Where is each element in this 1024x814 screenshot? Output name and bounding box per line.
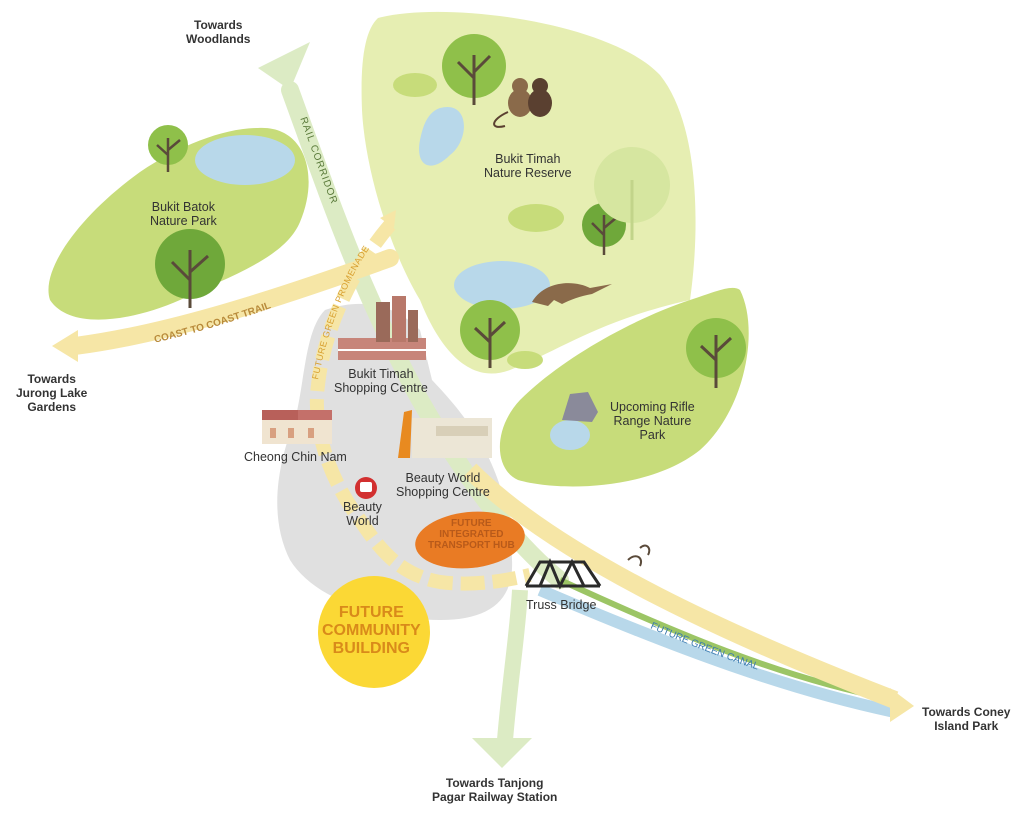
tree-icon (460, 300, 520, 368)
tree-icon (148, 125, 188, 172)
monkey-icon (493, 78, 552, 128)
cheong-chin-nam-label: Cheong Chin Nam (244, 450, 347, 464)
beauty-world-mrt-label: Beauty World (343, 500, 382, 528)
tree-icon (686, 318, 746, 388)
beauty-world-shopping-centre-building (398, 410, 492, 458)
promenade-east-path (463, 463, 899, 709)
future-community-building-shape (318, 576, 430, 688)
pond (195, 135, 295, 185)
pond (550, 420, 590, 450)
pond (454, 261, 550, 309)
towards-tanjong-pagar-label: Towards Tanjong Pagar Railway Station (432, 776, 558, 804)
promenade-arrow-icon (380, 210, 396, 228)
bukit-timah-nature-reserve-area (361, 11, 696, 374)
bird-icon (627, 544, 651, 567)
towards-coney-label: Towards Coney Island Park (922, 705, 1011, 733)
future-green-promenade-path (309, 220, 532, 591)
rock-icon (562, 392, 598, 422)
towards-jurong-label: Towards Jurong Lake Gardens (16, 372, 88, 414)
future-community-building-label: FUTURE COMMUNITY BUILDING (322, 604, 421, 657)
bukit-timah-reserve-label: Bukit Timah Nature Reserve (484, 152, 572, 180)
truss-bridge-icon (524, 558, 602, 590)
arrow-jurong-icon (52, 330, 78, 362)
beauty-world-sc-label: Beauty World Shopping Centre (396, 471, 490, 499)
bukit-timah-shopping-centre-building (338, 296, 426, 360)
anteater-icon (532, 283, 612, 306)
future-transport-hub-shape (415, 511, 525, 569)
towards-woodlands-label: Towards Woodlands (186, 18, 251, 46)
arrow-tanjong-pagar-icon (472, 738, 532, 768)
future-transport-hub-label: FUTURE INTEGRATED TRANSPORT HUB (428, 518, 515, 551)
tree-icon (442, 34, 506, 105)
arrow-coney-icon (890, 688, 914, 722)
rail-south-path (497, 589, 528, 741)
mrt-station-icon[interactable] (355, 477, 377, 499)
coast-to-coast-trail-path (66, 249, 399, 355)
cheong-chin-nam-shophouses (262, 410, 332, 444)
arrow-woodlands-icon (258, 42, 310, 90)
pond (419, 106, 464, 166)
truss-bridge-label: Truss Bridge (526, 598, 597, 612)
tree-icon (594, 147, 670, 240)
bush-icon (63, 73, 585, 470)
bukit-timah-sc-label: Bukit Timah Shopping Centre (334, 367, 428, 395)
green-canal-path (537, 584, 897, 718)
rifle-range-park-label: Upcoming Rifle Range Nature Park (610, 400, 695, 442)
bukit-batok-park-label: Bukit Batok Nature Park (150, 200, 217, 228)
tree-icon (155, 229, 225, 308)
